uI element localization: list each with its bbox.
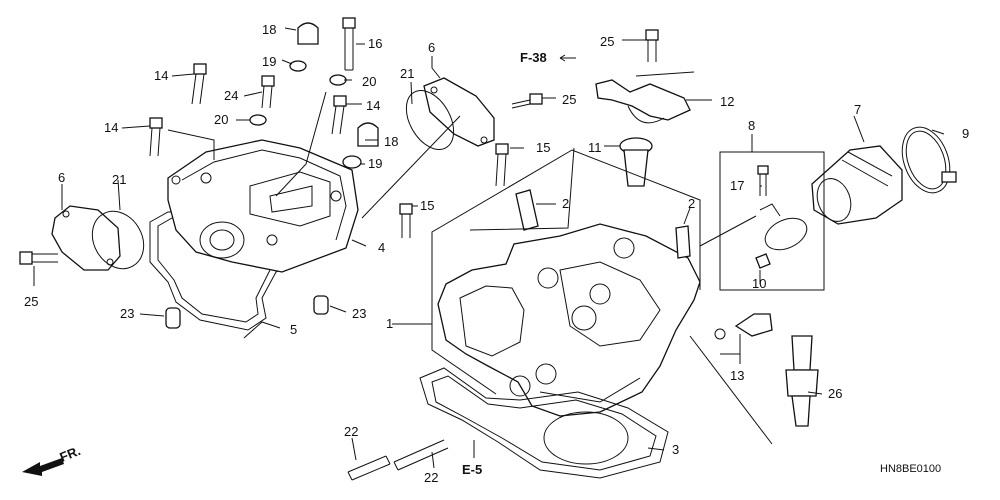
cap-nuts-and-washers	[249, 22, 379, 169]
callout-23-left: 23	[120, 306, 134, 321]
callout-7: 7	[854, 102, 861, 117]
callout-17: 17	[730, 178, 744, 193]
temperature-sensor-13	[714, 313, 773, 340]
callout-6-top: 6	[428, 40, 435, 55]
callout-labels: 18 16 6 25 19 20 21 14 24 14 25 12 14 20…	[24, 22, 969, 485]
callout-25-left: 25	[24, 294, 38, 309]
front-label: FR.	[58, 443, 83, 465]
callout-11: 11	[588, 140, 602, 155]
side-cover-6-top	[405, 77, 495, 150]
bolt-shapes	[19, 17, 769, 265]
callout-16: 16	[368, 36, 382, 51]
callout-2-right: 2	[688, 196, 695, 211]
studs-22	[347, 439, 449, 481]
callout-14-left: 14	[104, 120, 118, 135]
reference-f38: F-38	[520, 50, 547, 65]
callout-22-right: 22	[424, 470, 438, 485]
callout-25-top: 25	[600, 34, 614, 49]
callout-25-mid: 25	[562, 92, 576, 107]
callout-9: 9	[962, 126, 969, 141]
callout-13: 13	[730, 368, 744, 383]
cylinder-head-gasket-3	[419, 367, 669, 479]
callout-24: 24	[224, 88, 238, 103]
callout-4: 4	[378, 240, 385, 255]
spark-plug-26	[785, 335, 819, 427]
callout-26: 26	[828, 386, 842, 401]
callout-21-left: 21	[112, 172, 126, 187]
callout-15-mid: 15	[536, 140, 550, 155]
callout-12: 12	[720, 94, 734, 109]
callout-14-mid: 14	[366, 98, 380, 113]
callout-6-left: 6	[58, 170, 65, 185]
thermostat-11	[619, 137, 653, 187]
clamp-bracket-8	[755, 203, 808, 269]
front-direction-arrow	[22, 458, 64, 476]
thermostat-cover-12	[595, 79, 691, 124]
callout-3: 3	[672, 442, 679, 457]
reference-e5: E-5	[462, 462, 482, 477]
callout-18-right: 18	[384, 134, 398, 149]
callout-22-left: 22	[344, 424, 358, 439]
callout-18-top: 18	[262, 22, 276, 37]
intake-insulator-7	[811, 145, 903, 225]
callout-10: 10	[752, 276, 766, 291]
diagram-code: HN8BE0100	[880, 463, 941, 475]
callout-23-right: 23	[352, 306, 366, 321]
callout-14-upper: 14	[154, 68, 168, 83]
callout-2-left: 2	[562, 196, 569, 211]
cylinder-head-1	[437, 223, 701, 417]
insulator-band-9	[901, 126, 957, 194]
callout-5: 5	[290, 322, 297, 337]
callout-20-top: 20	[362, 74, 376, 89]
callout-1: 1	[386, 316, 393, 331]
dowels-23	[165, 295, 329, 329]
callout-20-left: 20	[214, 112, 228, 127]
cylinder-head-cover-4	[167, 139, 359, 273]
side-cover-6-left	[51, 205, 145, 271]
callout-19-right: 19	[368, 156, 382, 171]
guide-pins-2	[515, 189, 691, 259]
callout-8: 8	[748, 118, 755, 133]
callout-19-top: 19	[262, 54, 276, 69]
leader-lines	[33, 27, 945, 469]
f38-arrow	[559, 54, 576, 62]
callout-21-top: 21	[400, 66, 414, 81]
callout-15-left: 15	[420, 198, 434, 213]
